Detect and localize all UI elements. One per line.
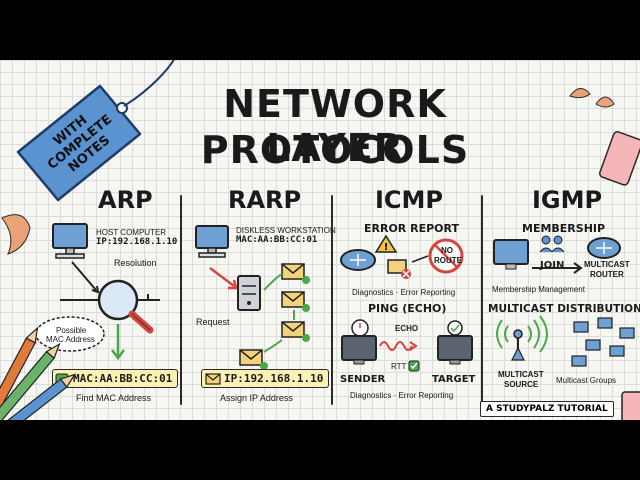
igmp-router-line1: MULTICAST — [584, 260, 630, 269]
envelope-3 — [281, 321, 310, 342]
shavings-left-icon — [1, 214, 31, 255]
arp-mac-badge: MAC:AA:BB:CC:01 — [52, 369, 179, 388]
icmp-rtt-check-icon — [408, 360, 420, 372]
igmp-membership-diagram — [493, 235, 621, 274]
main-title-line1: NETWORK LAYER — [223, 82, 447, 170]
icmp-target: TARGET — [432, 374, 476, 385]
svg-text:!: ! — [384, 242, 389, 253]
igmp-source-line2: SOURCE — [504, 380, 539, 389]
arp-host-line1: HOST COMPUTER — [96, 228, 167, 237]
arp-host-line2: IP:192.168.1.10 — [96, 237, 178, 247]
footer-badge: A STUDYPALZ TUTORIAL — [480, 401, 614, 417]
eraser-bottom-icon — [621, 391, 640, 420]
rarp-envelope-icon-2 — [205, 373, 221, 385]
igmp-join: JOIN — [540, 260, 565, 271]
igmp-distribution: MULTICAST DISTRIBUTION — [488, 303, 640, 315]
igmp-router-line2: ROUTER — [590, 270, 624, 279]
main-title-line2: PROTOCOLS — [200, 128, 470, 172]
divider-2 — [331, 195, 333, 405]
pencils-icon — [0, 326, 77, 420]
rarp-caption: Assign IP Address — [220, 393, 293, 403]
arp-diagram — [35, 261, 160, 361]
rarp-title: RARP — [228, 186, 302, 214]
icmp-diag2: Diagnostics · Error Reporting — [350, 391, 454, 400]
icmp-title: ICMP — [375, 186, 444, 214]
envelope-1 — [281, 263, 310, 284]
shavings-icon — [569, 88, 615, 108]
icmp-no-route-line1: NO — [441, 246, 453, 255]
rarp-diagram — [209, 263, 310, 370]
icmp-no-route-line2: ROUTE — [434, 256, 462, 265]
divider-3 — [481, 195, 483, 405]
icmp-error-report: ERROR REPORT — [364, 222, 459, 235]
envelope-2 — [281, 291, 310, 312]
icmp-ping: PING (ECHO) — [368, 302, 447, 315]
rarp-ws-line1: DISKLESS WORKSTATION — [236, 226, 336, 235]
arp-caption: Find MAC Address — [76, 393, 152, 403]
rarp-request: Request — [196, 317, 230, 327]
arp-resolution: Resolution — [114, 258, 157, 268]
icmp-echo: ECHO — [395, 324, 419, 333]
eraser-icon — [599, 131, 640, 186]
igmp-distribution-diagram — [496, 315, 635, 367]
rarp-ws-line2: MAC:AA:BB:CC:01 — [236, 235, 318, 245]
icmp-rtt: RTT — [391, 362, 407, 371]
group-pcs — [571, 317, 635, 367]
rarp-computer-icon — [195, 225, 229, 258]
igmp-membership: MEMBERSHIP — [522, 222, 606, 235]
igmp-mgmt: Membership Management — [492, 285, 585, 294]
icmp-error-diagram: ! — [340, 234, 464, 279]
icmp-ping-diagram — [341, 319, 473, 365]
rarp-ip-badge: IP:192.168.1.10 — [201, 369, 330, 388]
arp-bubble-line1: Possible — [56, 326, 87, 335]
infographic-canvas: NETWORK LAYER PROTOCOLS WITH COMPLETE NO… — [0, 60, 640, 420]
igmp-groups: Multicast Groups — [556, 376, 617, 385]
tag-shape — [16, 60, 175, 202]
arp-computer-icon — [52, 223, 88, 259]
divider-1 — [180, 195, 182, 405]
icmp-sender: SENDER — [340, 374, 386, 385]
envelope-4 — [239, 349, 268, 370]
igmp-title: IGMP — [532, 186, 603, 214]
arp-title: ARP — [98, 186, 153, 214]
igmp-source-line1: MULTICAST — [498, 370, 544, 379]
icmp-diag1: Diagnostics · Error Reporting — [352, 288, 456, 297]
arp-bubble-line2: MAC Address — [46, 335, 95, 344]
